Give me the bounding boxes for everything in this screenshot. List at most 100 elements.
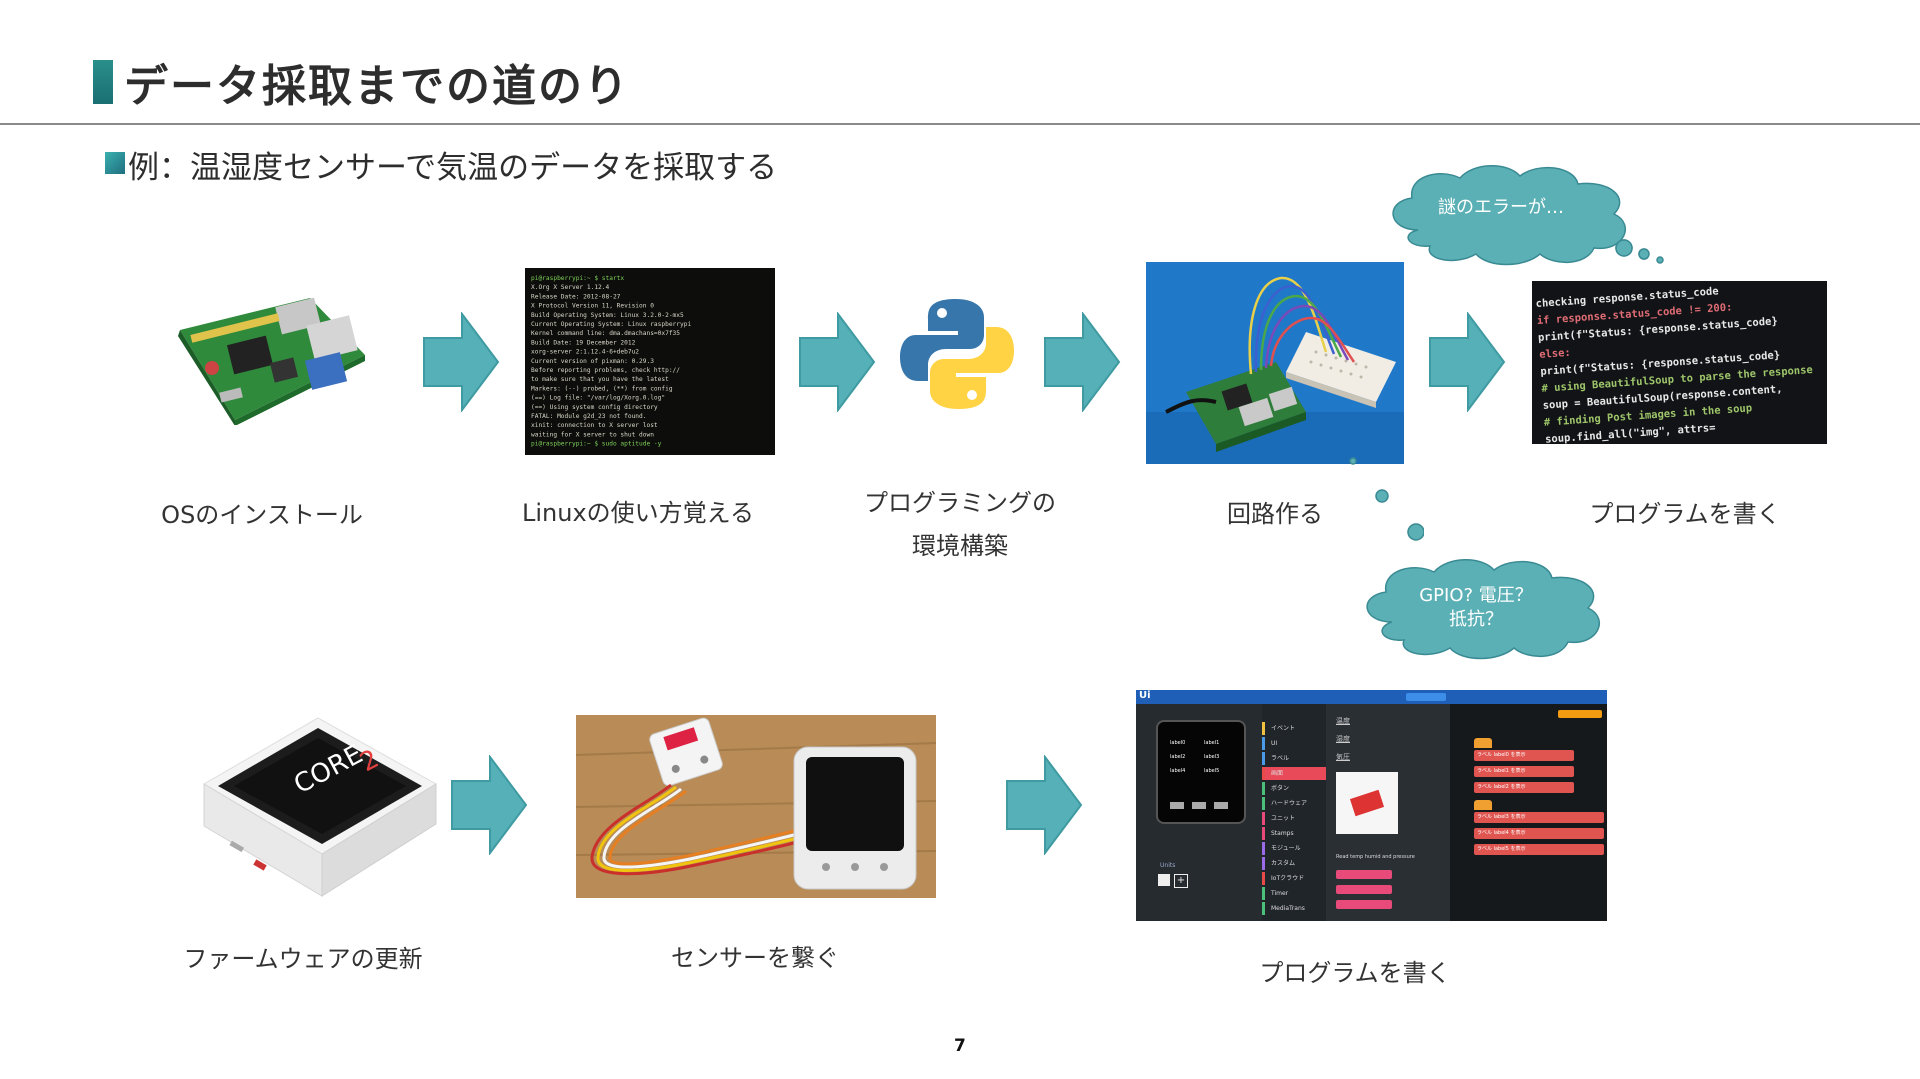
arrow-right-icon: [1044, 312, 1121, 412]
breadboard-circuit-image: [1146, 262, 1404, 464]
code-line: else:: [1539, 347, 1571, 361]
loop-block[interactable]: [1474, 800, 1492, 810]
device-button: [1214, 802, 1228, 809]
page-title: データ採取までの道のり: [124, 61, 630, 112]
menu-item[interactable]: ボタン: [1262, 782, 1326, 795]
step-label-firmware: ファームウェアの更新: [183, 945, 423, 973]
device-button: [1170, 802, 1184, 809]
page-number: 7: [954, 1036, 966, 1056]
error-thought-cloud: 謎のエラーが…: [1392, 165, 1648, 266]
terminal-line: X Protocol Version 11, Revision 0: [531, 303, 654, 310]
screen-label: label5: [1204, 768, 1220, 774]
menu-item[interactable]: UI: [1262, 737, 1326, 750]
code-block[interactable]: ラベル label0 を表示: [1474, 750, 1574, 761]
env-block[interactable]: [1336, 885, 1392, 894]
code-block[interactable]: ラベル label2 を表示: [1474, 782, 1574, 793]
terminal-line: to make sure that you have the latest: [531, 376, 669, 383]
raspberry-pi-board-image: [178, 297, 365, 425]
terminal-line: X.Org X Server 1.12.4: [531, 284, 610, 291]
menu-item[interactable]: ラベル: [1262, 752, 1326, 765]
subtitle: 例：温湿度センサーで気温のデータを採取する: [128, 150, 778, 186]
menu-item[interactable]: モジュール: [1262, 842, 1326, 855]
circuit-cloud-text-line2: 抵抗？: [1449, 609, 1503, 630]
menu-item[interactable]: MediaTrans: [1262, 902, 1326, 915]
block-palette: 温度 湿度 気圧 Read temp humid and pressure: [1326, 704, 1450, 921]
screen-label: label1: [1204, 740, 1220, 746]
block-category-menu: イベント UI ラベル画面ボタンハードウェアユニット Stamps モジュールカスタム I…: [1262, 704, 1326, 921]
menu-item[interactable]: Stamps: [1262, 827, 1326, 840]
step-label-circuit: 回路作る: [1227, 500, 1323, 528]
env-block[interactable]: [1336, 900, 1392, 909]
circuit-thought-cloud: GPIO? 電圧？ 抵抗？: [1366, 559, 1600, 660]
screen-label: label4: [1170, 768, 1186, 774]
bullet-square-icon: [105, 152, 125, 174]
uiflow-logo: Ui: [1139, 690, 1151, 701]
code-block[interactable]: ラベル label1 を表示: [1474, 766, 1574, 777]
m5stack-core2-image: CORE 2: [203, 717, 437, 897]
editor-toolbar: Ui: [1136, 690, 1607, 704]
step-label-write-program-bottom: プログラムを書く: [1259, 959, 1451, 987]
terminal-line: Release Date: 2012-08-27: [531, 293, 621, 300]
menu-item[interactable]: IoTクラウド: [1262, 872, 1326, 885]
menu-item[interactable]: カスタム: [1262, 857, 1326, 870]
terminal-line: Build Operating System: Linux 3.2.0-2-mx…: [531, 312, 684, 319]
code-workspace: ラベル label0 を表示ラベル label1 を表示ラベル label2 を…: [1450, 704, 1607, 921]
error-cloud-text: 謎のエラーが…: [1438, 197, 1564, 218]
arrow-right-icon: [451, 755, 528, 855]
terminal-line: Build Date: 19 December 2012: [531, 339, 636, 346]
terminal-line: Before reporting problems, check http://: [531, 367, 680, 374]
title-accent-bar: [93, 60, 113, 104]
circuit-cloud-text-line1: GPIO? 電圧？: [1419, 585, 1533, 606]
env-block[interactable]: [1336, 870, 1392, 879]
units-title: Units: [1160, 862, 1176, 869]
screen-label: label3: [1204, 754, 1220, 760]
menu-item[interactable]: 画面: [1262, 767, 1326, 780]
block-description: Read temp humid and pressure: [1336, 854, 1415, 860]
terminal-line: Current version of pixman: 0.29.3: [531, 358, 654, 365]
palette-link[interactable]: 気圧: [1336, 753, 1350, 761]
palette-link[interactable]: 湿度: [1336, 735, 1350, 743]
arrow-right-icon: [1006, 755, 1083, 855]
terminal-line: FATAL: Module g2d_23 not found.: [531, 413, 646, 420]
code-block[interactable]: ラベル label4 を表示: [1474, 828, 1604, 839]
python-logo-icon: [900, 299, 1014, 409]
step-label-programming-env-line1: プログラミングの: [864, 489, 1056, 517]
arrow-right-icon: [799, 312, 876, 412]
title-divider: [0, 123, 1920, 125]
terminal-line: (==) Using system config directory: [531, 404, 658, 411]
uiflow-editor-image: Ui label0 label1 label2 label3 label4 la…: [1136, 690, 1607, 921]
screen-label: label0: [1170, 740, 1186, 746]
terminal-line: (==) Log file: "/var/log/Xorg.0.log": [531, 395, 665, 402]
code-block[interactable]: ラベル label3 を表示: [1474, 812, 1604, 823]
add-unit-icon[interactable]: +: [1174, 874, 1188, 888]
device-screen: label0 label1 label2 label3 label4 label…: [1156, 720, 1246, 824]
env-sensor-thumbnail: [1336, 772, 1398, 834]
menu-item[interactable]: イベント: [1262, 722, 1326, 735]
terminal-line: Kernel command line: dma.dmachans=0x7f35: [531, 330, 680, 337]
sensor-connection-image: [576, 715, 936, 898]
device-button: [1192, 802, 1206, 809]
step-label-write-program-top: プログラムを書く: [1589, 500, 1781, 528]
sensor-chip-icon: [1349, 789, 1385, 817]
step-label-os-install: OSのインストール: [161, 501, 363, 529]
terminal-line: waiting for X server to shut down: [531, 431, 654, 438]
hint-badge: [1558, 710, 1602, 718]
terminal-line: Current Operating System: Linux raspberr…: [531, 321, 691, 328]
step-label-linux: Linuxの使い方覚える: [522, 499, 754, 527]
terminal-line: Markers: (--) probed, (**) from config: [531, 385, 673, 392]
loop-block[interactable]: [1474, 738, 1492, 748]
palette-link[interactable]: 温度: [1336, 717, 1350, 725]
menu-item[interactable]: ハードウェア: [1262, 797, 1326, 810]
unit-icon: [1158, 874, 1170, 886]
run-button: [1406, 693, 1446, 701]
terminal-line: pi@raspberrypi:~ $ sudo aptitude -y: [531, 441, 662, 448]
device-preview-panel: label0 label1 label2 label3 label4 label…: [1136, 704, 1262, 921]
terminal-line: pi@raspberrypi:~ $ startx: [531, 275, 624, 282]
code-block[interactable]: ラベル label5 を表示: [1474, 844, 1604, 855]
menu-item[interactable]: Timer: [1262, 887, 1326, 900]
screen-label: label2: [1170, 754, 1186, 760]
menu-item[interactable]: ユニット: [1262, 812, 1326, 825]
terminal-line: xinit: connection to X server lost: [531, 422, 658, 429]
